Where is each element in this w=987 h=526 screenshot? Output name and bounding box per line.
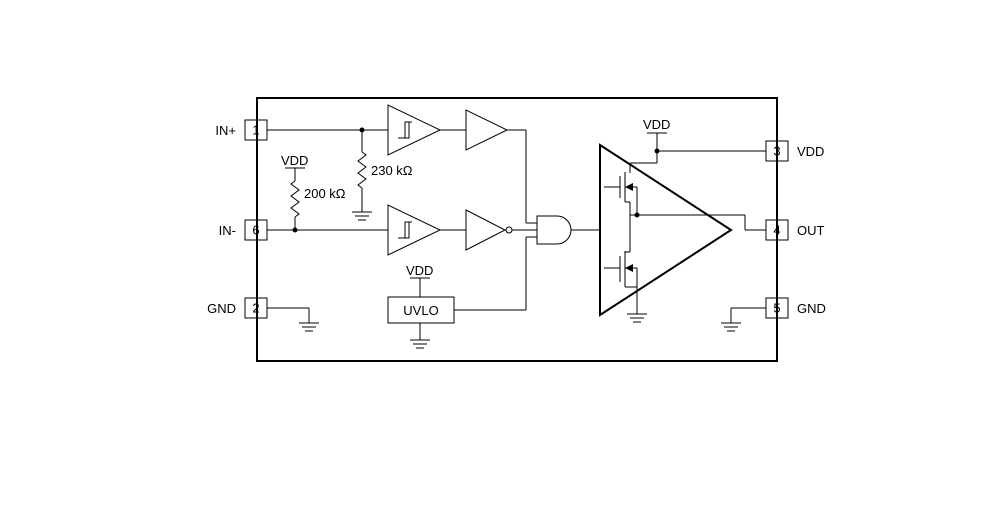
pin-1-in-plus: 1 IN+ [215,119,268,141]
pin-number: 5 [773,301,780,316]
pin-label: IN- [219,223,236,238]
schmitt-buffer-2 [387,204,442,256]
ground-icon [410,339,430,349]
pin-label: GND [207,301,236,316]
in-plus-path: 230 kΩ [267,127,413,221]
ground-icon [352,211,372,221]
pin-2-gnd: 2 GND [207,297,268,319]
buffer-1 [465,109,509,151]
pin-number: 1 [252,123,259,138]
uvlo-vdd-label: VDD [406,263,433,278]
pin-5-gnd: 5 GND [765,297,826,319]
in-minus-path: VDD 200 kΩ [267,153,388,233]
uvlo-block: VDD UVLO [387,263,455,349]
pin-number: 2 [252,301,259,316]
uvlo-label: UVLO [403,303,438,318]
pin-number: 6 [252,223,259,238]
pin-number: 3 [773,144,780,159]
pullup-resistor-label: 200 kΩ [304,186,346,201]
driver-vdd: VDD [643,117,766,163]
high-side-mosfet [604,162,657,215]
inverter [465,209,513,251]
and-gate [536,215,572,245]
pin-4-out: 4 OUT [765,219,825,241]
pin-label: GND [797,301,826,316]
pin-label: IN+ [215,123,236,138]
pullup-vdd-label: VDD [281,153,308,168]
pulldown-resistor-label: 230 kΩ [371,163,413,178]
schmitt-buffer-1 [387,104,442,156]
output-driver [599,143,733,317]
gnd-right-wire [721,307,766,332]
pin-label: OUT [797,223,825,238]
ground-icon [627,313,647,323]
driver-vdd-label: VDD [643,117,670,132]
pin-6-in-minus: 6 IN- [219,219,268,241]
gnd-left-wire [267,307,319,332]
pin-number: 4 [773,223,780,238]
low-side-mosfet [604,215,647,323]
pin-label: VDD [797,144,824,159]
pin-3-vdd: 3 VDD [765,140,824,162]
package-outline [256,97,778,362]
